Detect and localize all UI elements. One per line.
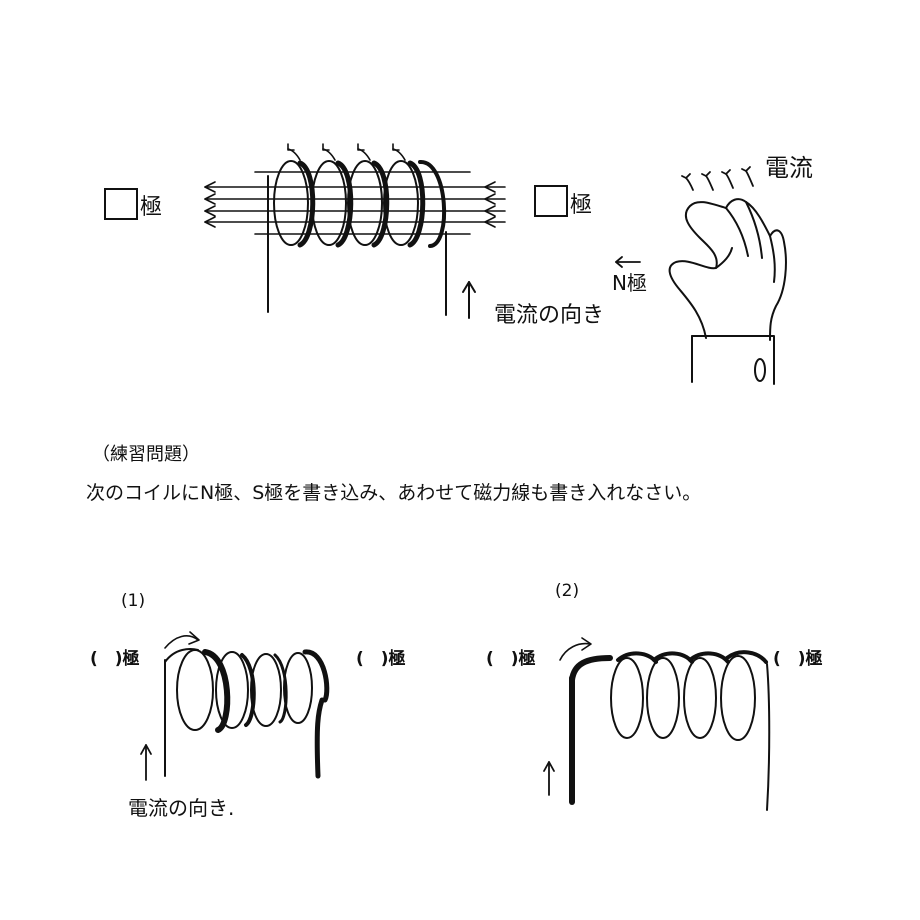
hand-outline [668,198,787,341]
hand-current-label: 電流 [765,154,813,182]
coil-loop-4 [383,160,419,246]
problem-2-current-hint [559,642,591,661]
hand-current-arrows [681,166,754,191]
problem-1-left-pole-blank[interactable]: ( )極 [90,649,140,669]
problem-2-current-arrow [543,761,555,796]
current-direction-label: 電流の向き [494,303,604,328]
current-direction-arrow [462,281,476,319]
problem-2-number: (2) [555,581,579,601]
coil-loop-1 [273,160,309,246]
coil-current-arrows [287,143,406,161]
problem-1-current-hint [164,635,199,649]
hand-sleeve [691,335,775,385]
problem-1-lead-right [314,697,325,779]
problem-2-right-pole-blank[interactable]: ( )極 [773,649,823,669]
hand-north-arrow [615,256,641,268]
hand-pole-label: N極 [612,271,647,295]
left-pole-blank-box [104,188,138,220]
problem-1-number: (1) [121,591,145,611]
coil-loop-5 [418,159,447,248]
right-pole-blank-box [534,185,568,217]
problem-1-current-arrow [140,744,152,781]
problem-1-diagram: (1) 電流の向き. [121,591,330,820]
problem-2-left-pole-blank[interactable]: ( )極 [486,649,536,669]
right-field-arrowheads [484,181,496,228]
problem-2-diagram: (2) [543,581,771,811]
exercise-heading: （練習問題） [92,444,200,465]
problem-1-right-pole-blank[interactable]: ( )極 [356,649,406,669]
top-solenoid-diagram: 極 極 [104,143,604,328]
coil-loop-3 [347,160,383,246]
problem-1-current-label: 電流の向き. [128,796,234,820]
problem-2-lead-right [766,663,771,811]
coil-loop-2 [311,160,347,246]
problem-1-coil-loops [164,648,330,733]
exercise-instruction: 次のコイルにN極、S極を書き込み、あわせて磁力線も書き入れなさい。 [86,482,702,504]
left-field-arrowheads [204,181,216,228]
problem-2-coil-loops [569,650,768,741]
right-pole-label: 極 [570,193,592,218]
left-pole-label: 極 [140,195,162,220]
field-lines [204,171,506,235]
right-hand-rule-diagram: 電流 N極 [612,154,813,385]
top-coil-loops [273,159,447,248]
